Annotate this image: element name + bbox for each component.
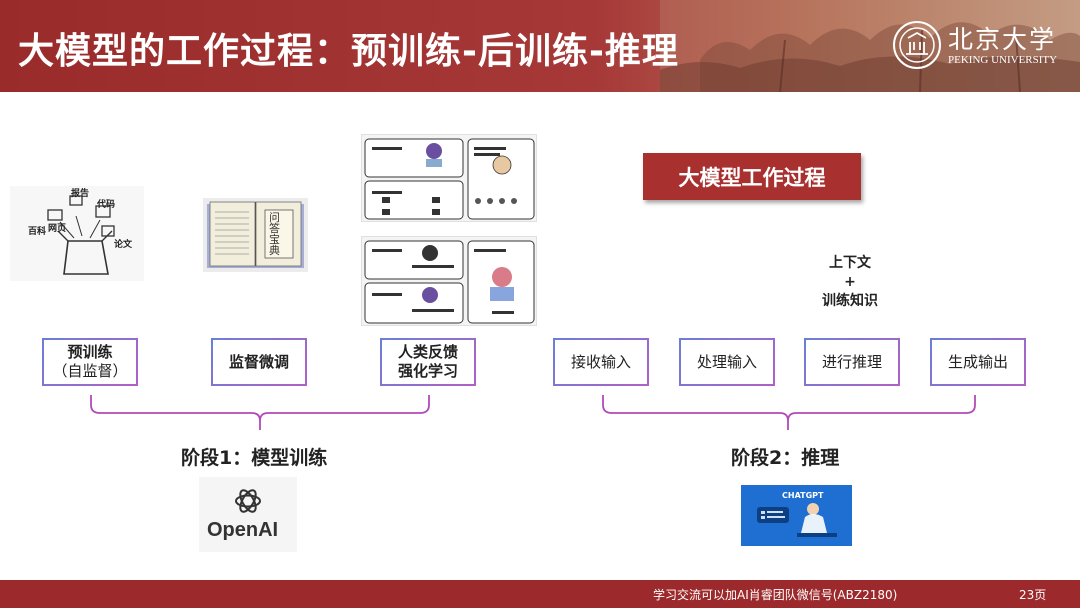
openai-wordmark: OpenAI — [207, 519, 279, 541]
stage-box-rlhf: 人类反馈 强化学习 — [380, 338, 476, 386]
rlhf-reward-comic — [361, 236, 537, 326]
qa-book-image: 问答宝典 — [203, 198, 308, 272]
data-sources-sketch: 报告 代码 百科 网页 论文 — [10, 186, 144, 281]
chatgpt-illustration: CHATGPT — [741, 485, 852, 546]
phase1-label: 阶段1：模型训练 — [181, 447, 328, 469]
box-label: 监督微调 — [228, 352, 289, 371]
footer-bar: 学习交流可以加AI肖睿团队微信号(ABZ2180) 23页 — [0, 580, 1080, 608]
sketch-label: 代码 — [97, 200, 116, 210]
university-name-en: PEKING UNIVERSITY — [948, 54, 1058, 66]
step-label: 生成输出 — [947, 352, 1008, 371]
context-plus: + — [844, 274, 856, 290]
title-bar: 大模型的工作过程：预训练-后训练-推理 北京大学 PEKING UNIVERSI… — [0, 0, 1080, 92]
sketch-label: 论文 — [114, 240, 133, 250]
stage2-brace — [602, 395, 976, 430]
open-book-icon — [207, 201, 304, 268]
stage-box-sft: 监督微调 — [211, 338, 307, 386]
step-label: 处理输入 — [696, 352, 757, 371]
book-title: 问答宝典 — [269, 211, 280, 257]
sketch-label: 报告 — [71, 189, 90, 199]
box-label: 人类反馈 — [397, 343, 458, 361]
footer-note: 学习交流可以加AI肖睿团队微信号(ABZ2180) — [653, 588, 898, 602]
openai-logo: OpenAI — [199, 477, 297, 552]
chat-user-icon — [757, 503, 837, 537]
ranking-comic-icon — [364, 138, 535, 220]
step-process-input: 处理输入 — [679, 338, 775, 386]
slide-title: 大模型的工作过程：预训练-后训练-推理 — [18, 31, 679, 72]
step-label: 进行推理 — [821, 352, 882, 371]
step-reasoning: 进行推理 — [804, 338, 900, 386]
context-line: 上下文 — [829, 255, 871, 271]
phase2-label: 阶段2：推理 — [731, 447, 840, 469]
box-label: 预训练 — [67, 343, 113, 361]
context-line: 训练知识 — [822, 293, 878, 309]
step-generate-output: 生成输出 — [930, 338, 1026, 386]
university-name-cn: 北京大学 — [948, 25, 1057, 54]
chatgpt-title: CHATGPT — [782, 491, 824, 500]
stage1-brace — [90, 395, 430, 430]
page-number: 23页 — [1019, 588, 1047, 602]
data-box-sketch-icon — [10, 186, 144, 281]
rlhf-ranking-comic — [361, 134, 537, 222]
university-seal-icon — [893, 21, 941, 69]
campus-trees-image — [660, 0, 1080, 92]
university-logo: 北京大学 PEKING UNIVERSITY — [892, 20, 1072, 72]
reward-comic-icon — [364, 240, 535, 324]
process-banner: 大模型工作过程 — [643, 153, 861, 200]
step-label: 接收输入 — [570, 352, 631, 371]
box-label: 强化学习 — [397, 362, 458, 380]
sketch-label: 百科 — [28, 227, 47, 237]
step-receive-input: 接收输入 — [553, 338, 649, 386]
openai-knot-icon — [235, 489, 261, 513]
stage-box-pretraining: 预训练 （自监督） — [42, 338, 138, 386]
context-note: 上下文 + 训练知识 — [800, 254, 900, 311]
sketch-label: 网页 — [48, 224, 67, 234]
box-sublabel: （自监督） — [52, 362, 128, 380]
